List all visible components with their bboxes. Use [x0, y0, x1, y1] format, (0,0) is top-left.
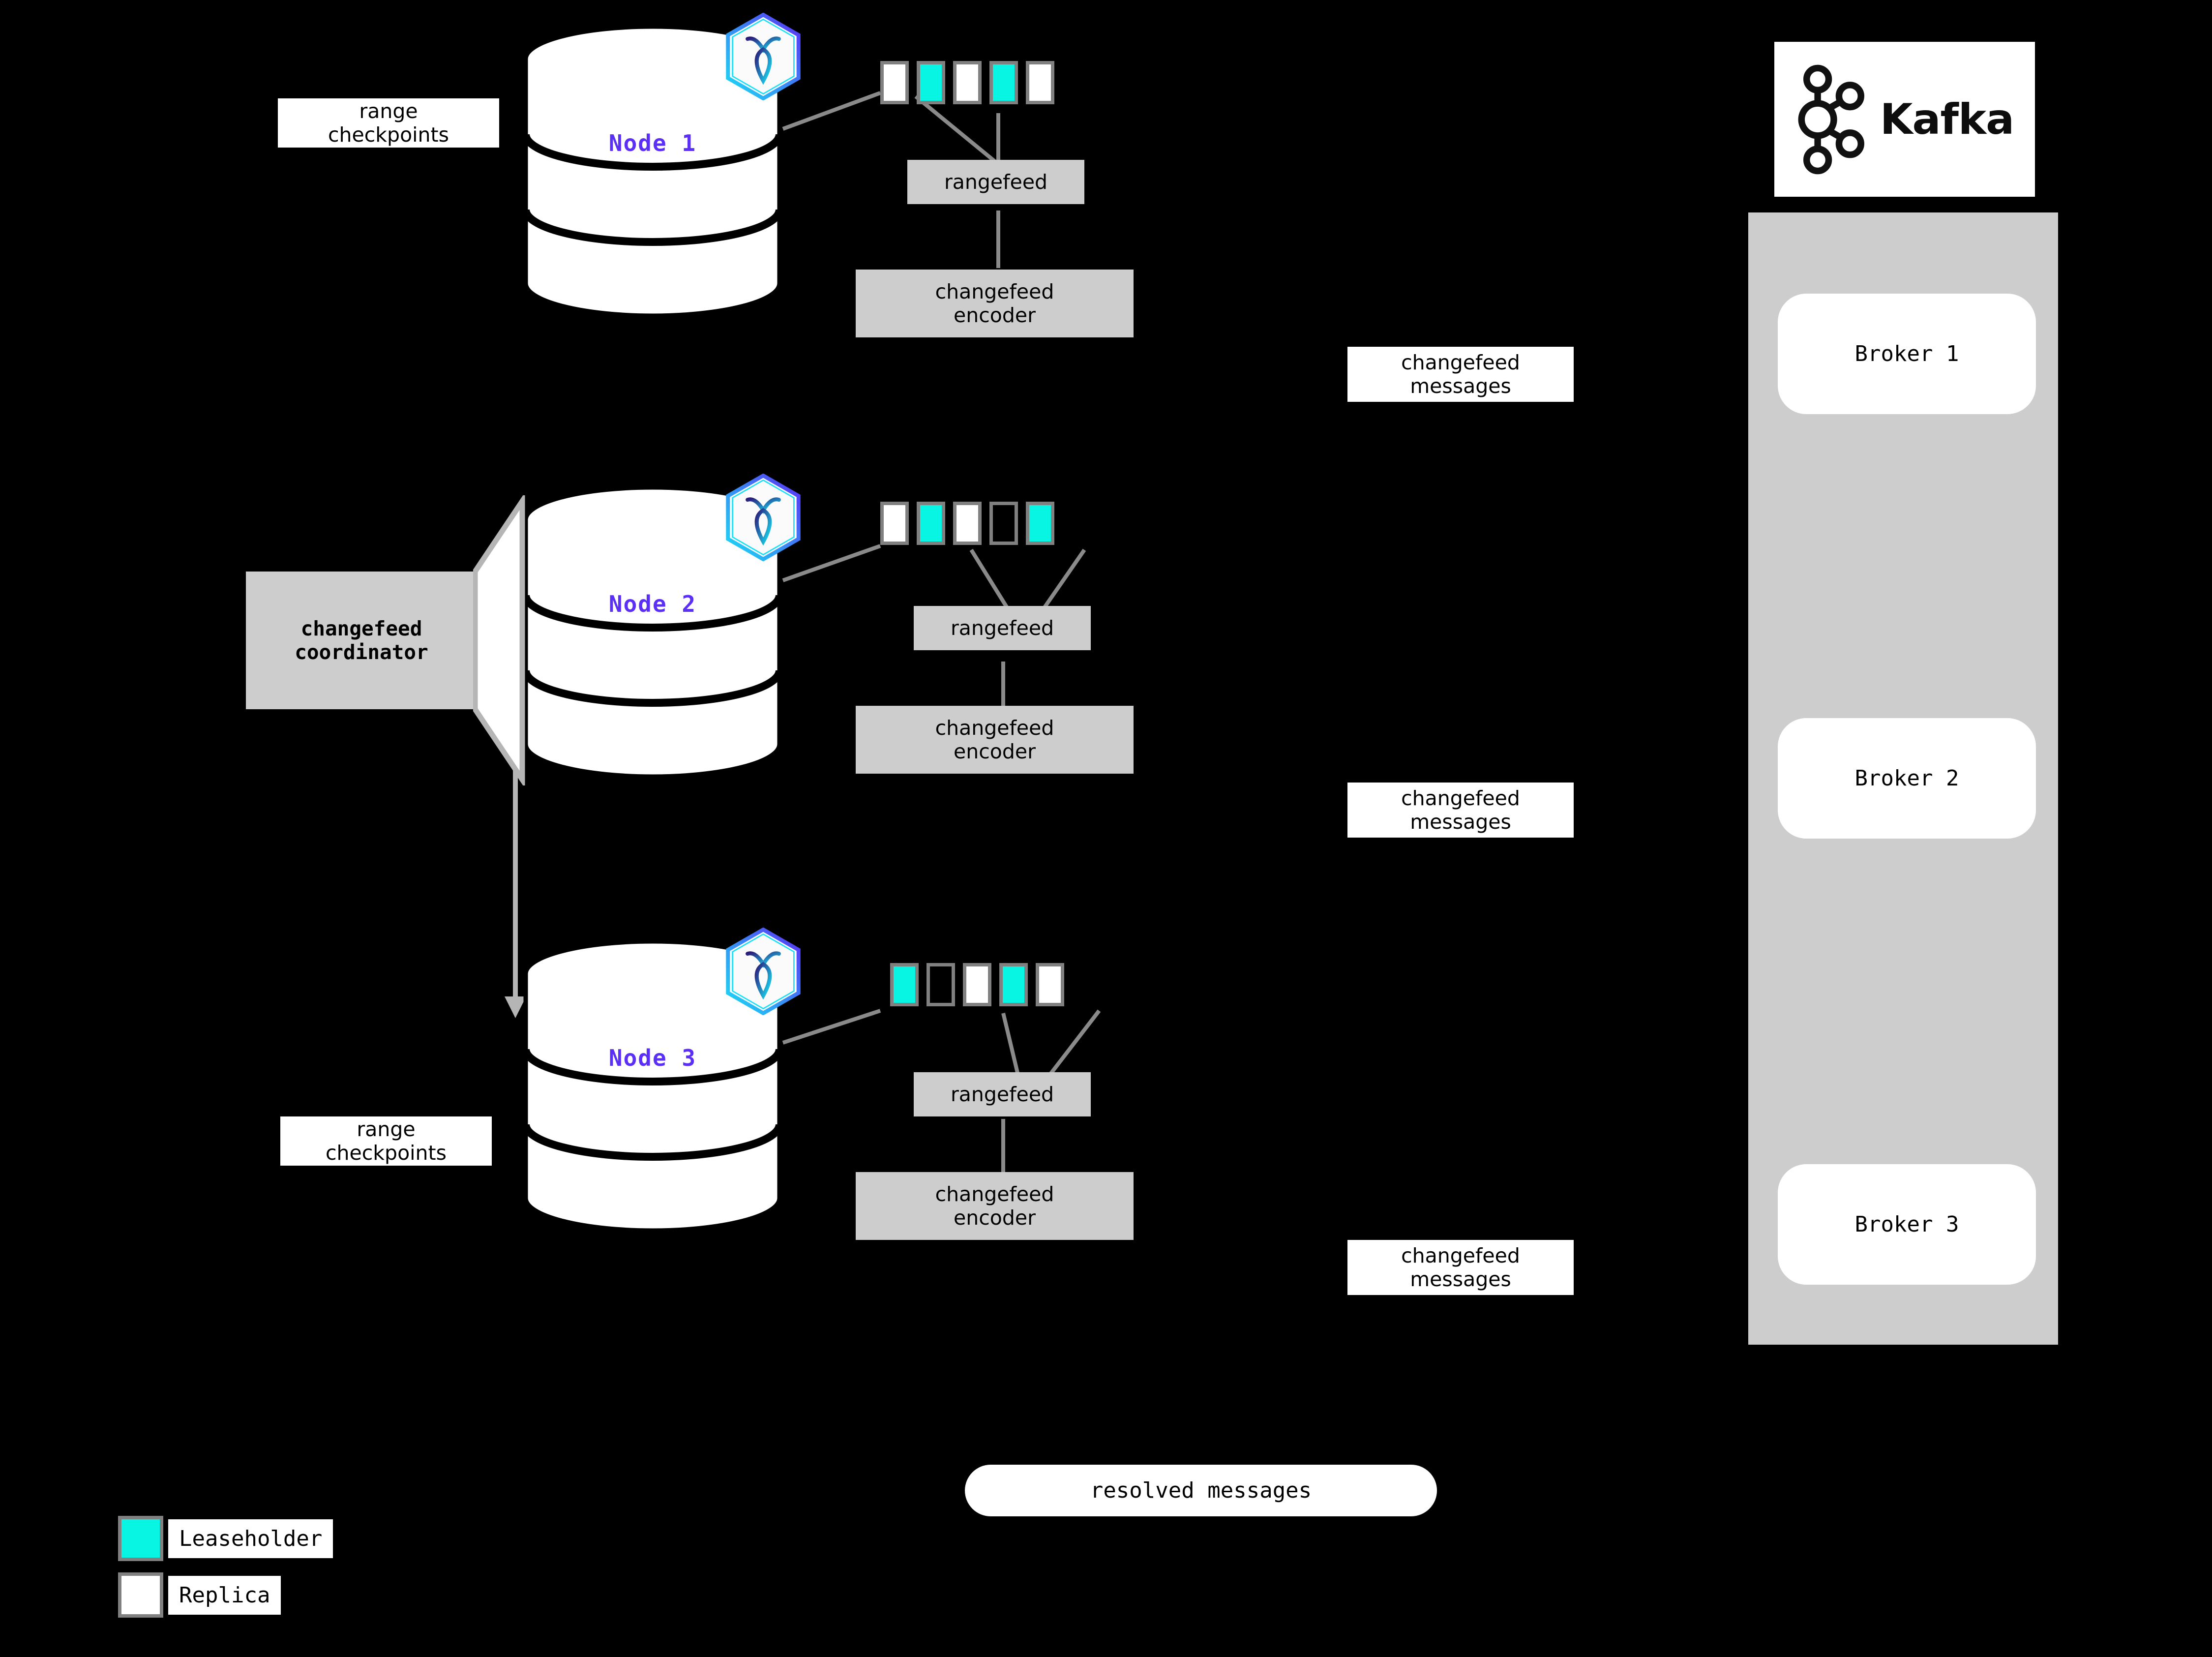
- range-box[interactable]: [1026, 61, 1054, 104]
- range-box[interactable]: [953, 61, 982, 104]
- changefeed-messages-label: changefeed messages: [1347, 1240, 1574, 1295]
- range-box[interactable]: [963, 963, 991, 1006]
- coordinator-line2: coordinator: [295, 640, 428, 664]
- rangefeed-label: rangefeed: [950, 616, 1054, 640]
- encoder-label-line2: encoder: [954, 1206, 1036, 1230]
- node-3-changefeed-encoder[interactable]: changefeed encoder: [856, 1172, 1134, 1240]
- changefeed-messages-label: changefeed messages: [1347, 347, 1574, 402]
- range-box[interactable]: [1026, 502, 1054, 545]
- range-box[interactable]: [1036, 963, 1064, 1006]
- node-2-label: Node 2: [608, 591, 697, 617]
- node-3-rangefeed[interactable]: rangefeed: [914, 1072, 1091, 1116]
- range-box[interactable]: [927, 963, 955, 1006]
- broker-2[interactable]: Broker 2: [1778, 718, 2036, 839]
- range-checkpoints-line1: range: [357, 1117, 416, 1141]
- changefeed-messages-line2: messages: [1410, 1267, 1511, 1291]
- node-1-rangefeed[interactable]: rangefeed: [907, 160, 1084, 204]
- cockroachdb-hex-logo: [726, 13, 801, 100]
- legend-swatch-leaseholder: [118, 1516, 163, 1561]
- range-box[interactable]: [989, 61, 1018, 104]
- cockroachdb-hex-logo: [726, 474, 801, 561]
- node-2[interactable]: Node 2: [522, 474, 801, 780]
- kafka-logo-panel: Kafka: [1774, 42, 2035, 197]
- broker-1-label: Broker 1: [1854, 341, 1959, 366]
- range-box[interactable]: [953, 502, 982, 545]
- legend-label-leaseholder: Leaseholder: [168, 1519, 333, 1558]
- node-1-ranges: [880, 61, 1054, 104]
- range-checkpoints-label: range checkpoints: [278, 98, 499, 148]
- encoder-label-line2: encoder: [954, 303, 1036, 327]
- rangefeed-label: rangefeed: [950, 1082, 1054, 1106]
- range-box[interactable]: [917, 61, 945, 104]
- legend-swatch-replica: [118, 1572, 163, 1618]
- kafka-broker-panel: Broker 1 Broker 2 Broker 3: [1748, 212, 2058, 1345]
- coordinator-box: changefeed coordinator: [246, 572, 477, 709]
- changefeed-messages-label: changefeed messages: [1347, 783, 1574, 838]
- changefeed-messages-line2: messages: [1410, 810, 1511, 834]
- node-2-changefeed-encoder[interactable]: changefeed encoder: [856, 706, 1134, 774]
- range-box[interactable]: [880, 61, 909, 104]
- coordinator-arrowhead: [473, 495, 525, 785]
- range-box[interactable]: [890, 963, 919, 1006]
- broker-3[interactable]: Broker 3: [1778, 1164, 2036, 1285]
- range-box[interactable]: [880, 502, 909, 545]
- broker-3-label: Broker 3: [1854, 1212, 1959, 1237]
- node-3-ranges: [890, 963, 1064, 1006]
- node-2-ranges: [880, 502, 1054, 545]
- changefeed-messages-line1: changefeed: [1401, 786, 1520, 810]
- node-1[interactable]: Node 1: [522, 13, 801, 319]
- range-box[interactable]: [917, 502, 945, 545]
- node-3-label: Node 3: [608, 1045, 697, 1071]
- broker-2-label: Broker 2: [1854, 766, 1959, 791]
- kafka-wordmark: Kafka: [1880, 94, 2014, 144]
- legend-item-leaseholder: Leaseholder: [118, 1516, 333, 1561]
- changefeed-messages-line1: changefeed: [1401, 350, 1520, 374]
- database-cylinder-icon: [522, 24, 783, 318]
- encoder-label-line1: changefeed: [935, 279, 1054, 303]
- node-3[interactable]: Node 3: [522, 928, 801, 1234]
- range-box[interactable]: [999, 963, 1028, 1006]
- changefeed-messages-line2: messages: [1410, 374, 1511, 398]
- node-1-changefeed-encoder[interactable]: changefeed encoder: [856, 270, 1134, 337]
- range-checkpoints-line1: range: [359, 99, 418, 123]
- resolved-messages-label: resolved messages: [1090, 1478, 1312, 1503]
- encoder-label-line1: changefeed: [935, 716, 1054, 740]
- range-checkpoints-line2: checkpoints: [326, 1141, 447, 1165]
- range-checkpoints-label: range checkpoints: [280, 1116, 492, 1166]
- range-checkpoints-line2: checkpoints: [328, 123, 449, 147]
- broker-1[interactable]: Broker 1: [1778, 294, 2036, 414]
- node-1-label: Node 1: [608, 130, 697, 156]
- kafka-node-graph-icon: [1798, 64, 1864, 174]
- rangefeed-label: rangefeed: [944, 170, 1048, 194]
- encoder-label-line1: changefeed: [935, 1182, 1054, 1206]
- encoder-label-line2: encoder: [954, 740, 1036, 763]
- legend-label-replica: Replica: [168, 1575, 281, 1615]
- node-2-rangefeed[interactable]: rangefeed: [914, 606, 1091, 650]
- range-box[interactable]: [989, 502, 1018, 545]
- database-cylinder-icon: [522, 939, 783, 1233]
- changefeed-messages-line1: changefeed: [1401, 1243, 1520, 1267]
- legend-item-replica: Replica: [118, 1572, 281, 1618]
- coordinator-line1: changefeed: [300, 616, 422, 640]
- cockroachdb-hex-logo: [726, 928, 801, 1015]
- changefeed-coordinator[interactable]: changefeed coordinator: [246, 495, 525, 785]
- resolved-messages-pill[interactable]: resolved messages: [965, 1465, 1437, 1516]
